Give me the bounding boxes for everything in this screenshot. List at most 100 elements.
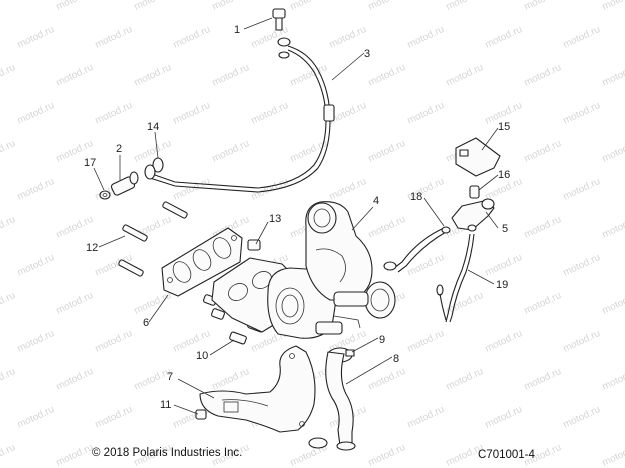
callout-11: 11 bbox=[160, 399, 171, 411]
part-3-oil-feed-line bbox=[149, 37, 335, 193]
watermark-text: motod.ru bbox=[133, 62, 173, 89]
callout-3: 3 bbox=[364, 48, 370, 60]
watermark-text: motod.ru bbox=[289, 62, 329, 89]
part-14-crush-washer bbox=[144, 157, 164, 180]
watermark-text: motod.ru bbox=[562, 24, 602, 51]
watermark-text: motod.ru bbox=[0, 138, 17, 165]
watermark-text: motod.ru bbox=[16, 328, 56, 355]
watermark-text: motod.ru bbox=[55, 0, 95, 13]
part-1-banjo-bolt bbox=[272, 8, 286, 31]
callout-2: 2 bbox=[116, 143, 122, 155]
watermark-text: motod.ru bbox=[367, 366, 407, 393]
watermark-text: motod.ru bbox=[133, 290, 173, 317]
callout-13: 13 bbox=[269, 213, 281, 225]
watermark-text: motod.ru bbox=[94, 404, 134, 431]
watermark-text: motod.ru bbox=[562, 100, 602, 127]
watermark-text: motod.ru bbox=[211, 62, 251, 89]
watermark-text: motod.ru bbox=[55, 214, 95, 241]
watermark-text: motod.ru bbox=[562, 404, 602, 431]
part-5-solenoid-valve bbox=[451, 198, 495, 232]
watermark-text: motod.ru bbox=[601, 214, 625, 241]
watermark-text: motod.ru bbox=[406, 252, 446, 279]
diagram-id: C701001-4 bbox=[478, 449, 536, 461]
watermark-text: motod.ru bbox=[601, 0, 625, 13]
watermark-text: motod.ru bbox=[250, 100, 290, 127]
watermark-text: motod.ru bbox=[0, 442, 17, 468]
watermark-text: motod.ru bbox=[601, 290, 625, 317]
watermark-text: motod.ru bbox=[55, 442, 95, 468]
watermark-text: motod.ru bbox=[16, 176, 56, 203]
part-16-bolt bbox=[469, 185, 480, 199]
watermark-text: motod.ru bbox=[484, 24, 524, 51]
watermark-text: motod.ru bbox=[367, 62, 407, 89]
callout-labels: 1 2 3 4 5 6 7 8 9 10 11 12 13 14 15 16 1… bbox=[84, 24, 510, 411]
watermark-text: motod.ru bbox=[211, 138, 251, 165]
watermark-text: motod.ru bbox=[328, 24, 368, 51]
part-2-oil-line-fitting bbox=[110, 171, 139, 196]
callout-10: 10 bbox=[196, 350, 208, 362]
part-6-exhaust-gasket bbox=[161, 227, 243, 297]
callout-15: 15 bbox=[498, 121, 510, 133]
watermark-text: motod.ru bbox=[16, 404, 56, 431]
watermark-text: motod.ru bbox=[601, 138, 625, 165]
watermark-text: motod.ru bbox=[250, 24, 290, 51]
part-12-studs bbox=[118, 201, 188, 277]
watermark-text: motod.ru bbox=[0, 366, 17, 393]
callout-19: 19 bbox=[496, 279, 508, 291]
watermark-text: motod.ru bbox=[172, 176, 212, 203]
watermark-text: motod.ru bbox=[211, 366, 251, 393]
watermark-text: motod.ru bbox=[484, 252, 524, 279]
watermark-text: motod.ru bbox=[562, 252, 602, 279]
watermark-text: motod.ru bbox=[0, 62, 17, 89]
watermark-text: motod.ru bbox=[484, 404, 524, 431]
watermark-text: motod.ru bbox=[55, 366, 95, 393]
watermark-text: motod.ru bbox=[406, 404, 446, 431]
watermark-text: motod.ru bbox=[172, 24, 212, 51]
watermark-text: motod.ru bbox=[562, 176, 602, 203]
watermark-text: motod.ru bbox=[0, 0, 17, 13]
watermark-text: motod.ru bbox=[133, 138, 173, 165]
watermark-text: motod.ru bbox=[445, 366, 485, 393]
leader-lines bbox=[93, 17, 499, 415]
watermark-text: motod.ru bbox=[601, 442, 625, 468]
watermark-text: motod.ru bbox=[16, 24, 56, 51]
callout-7: 7 bbox=[167, 371, 173, 383]
part-8-drain-hose bbox=[308, 351, 356, 451]
watermark-text: motod.ru bbox=[406, 100, 446, 127]
watermark-text: motod.ru bbox=[406, 24, 446, 51]
callout-1: 1 bbox=[234, 24, 240, 36]
watermark-text: motod.ru bbox=[601, 366, 625, 393]
watermark-text: motod.ru bbox=[523, 0, 563, 13]
watermark-text: motod.ru bbox=[133, 0, 173, 13]
watermark-text: motod.ru bbox=[445, 62, 485, 89]
part-15-bracket bbox=[455, 137, 501, 177]
watermark-text: motod.ru bbox=[94, 100, 134, 127]
watermark-text: motod.ru bbox=[289, 0, 329, 13]
copyright-text: © 2018 Polaris Industries Inc. bbox=[92, 447, 242, 459]
part-4-turbocharger bbox=[211, 201, 396, 339]
watermark-text: motod.ru bbox=[250, 176, 290, 203]
watermark-text: motod.ru bbox=[16, 100, 56, 127]
watermark-text: motod.ru bbox=[94, 328, 134, 355]
watermark-text: motod.ru bbox=[55, 290, 95, 317]
watermark-text: motod.ru bbox=[0, 290, 17, 317]
watermark-text: motod.ru bbox=[172, 100, 212, 127]
watermark-text: motod.ru bbox=[562, 328, 602, 355]
part-17-washer bbox=[99, 190, 111, 200]
callout-6: 6 bbox=[143, 317, 149, 329]
watermark-text: motod.ru bbox=[94, 24, 134, 51]
callout-8: 8 bbox=[393, 353, 399, 365]
part-19-hose bbox=[436, 233, 475, 323]
part-7-heat-shield bbox=[199, 345, 316, 433]
watermark-text: motod.ru bbox=[16, 252, 56, 279]
watermark-text: motod.ru bbox=[523, 62, 563, 89]
watermark-text: motod.ru bbox=[55, 62, 95, 89]
watermark-text: motod.ru bbox=[484, 328, 524, 355]
watermark-text: motod.ru bbox=[523, 290, 563, 317]
callout-9: 9 bbox=[379, 334, 385, 346]
callout-17: 17 bbox=[84, 157, 96, 169]
watermark-text: motod.ru bbox=[367, 214, 407, 241]
watermark-text: motod.ru bbox=[0, 214, 17, 241]
watermark-text: motod.ru bbox=[445, 0, 485, 13]
